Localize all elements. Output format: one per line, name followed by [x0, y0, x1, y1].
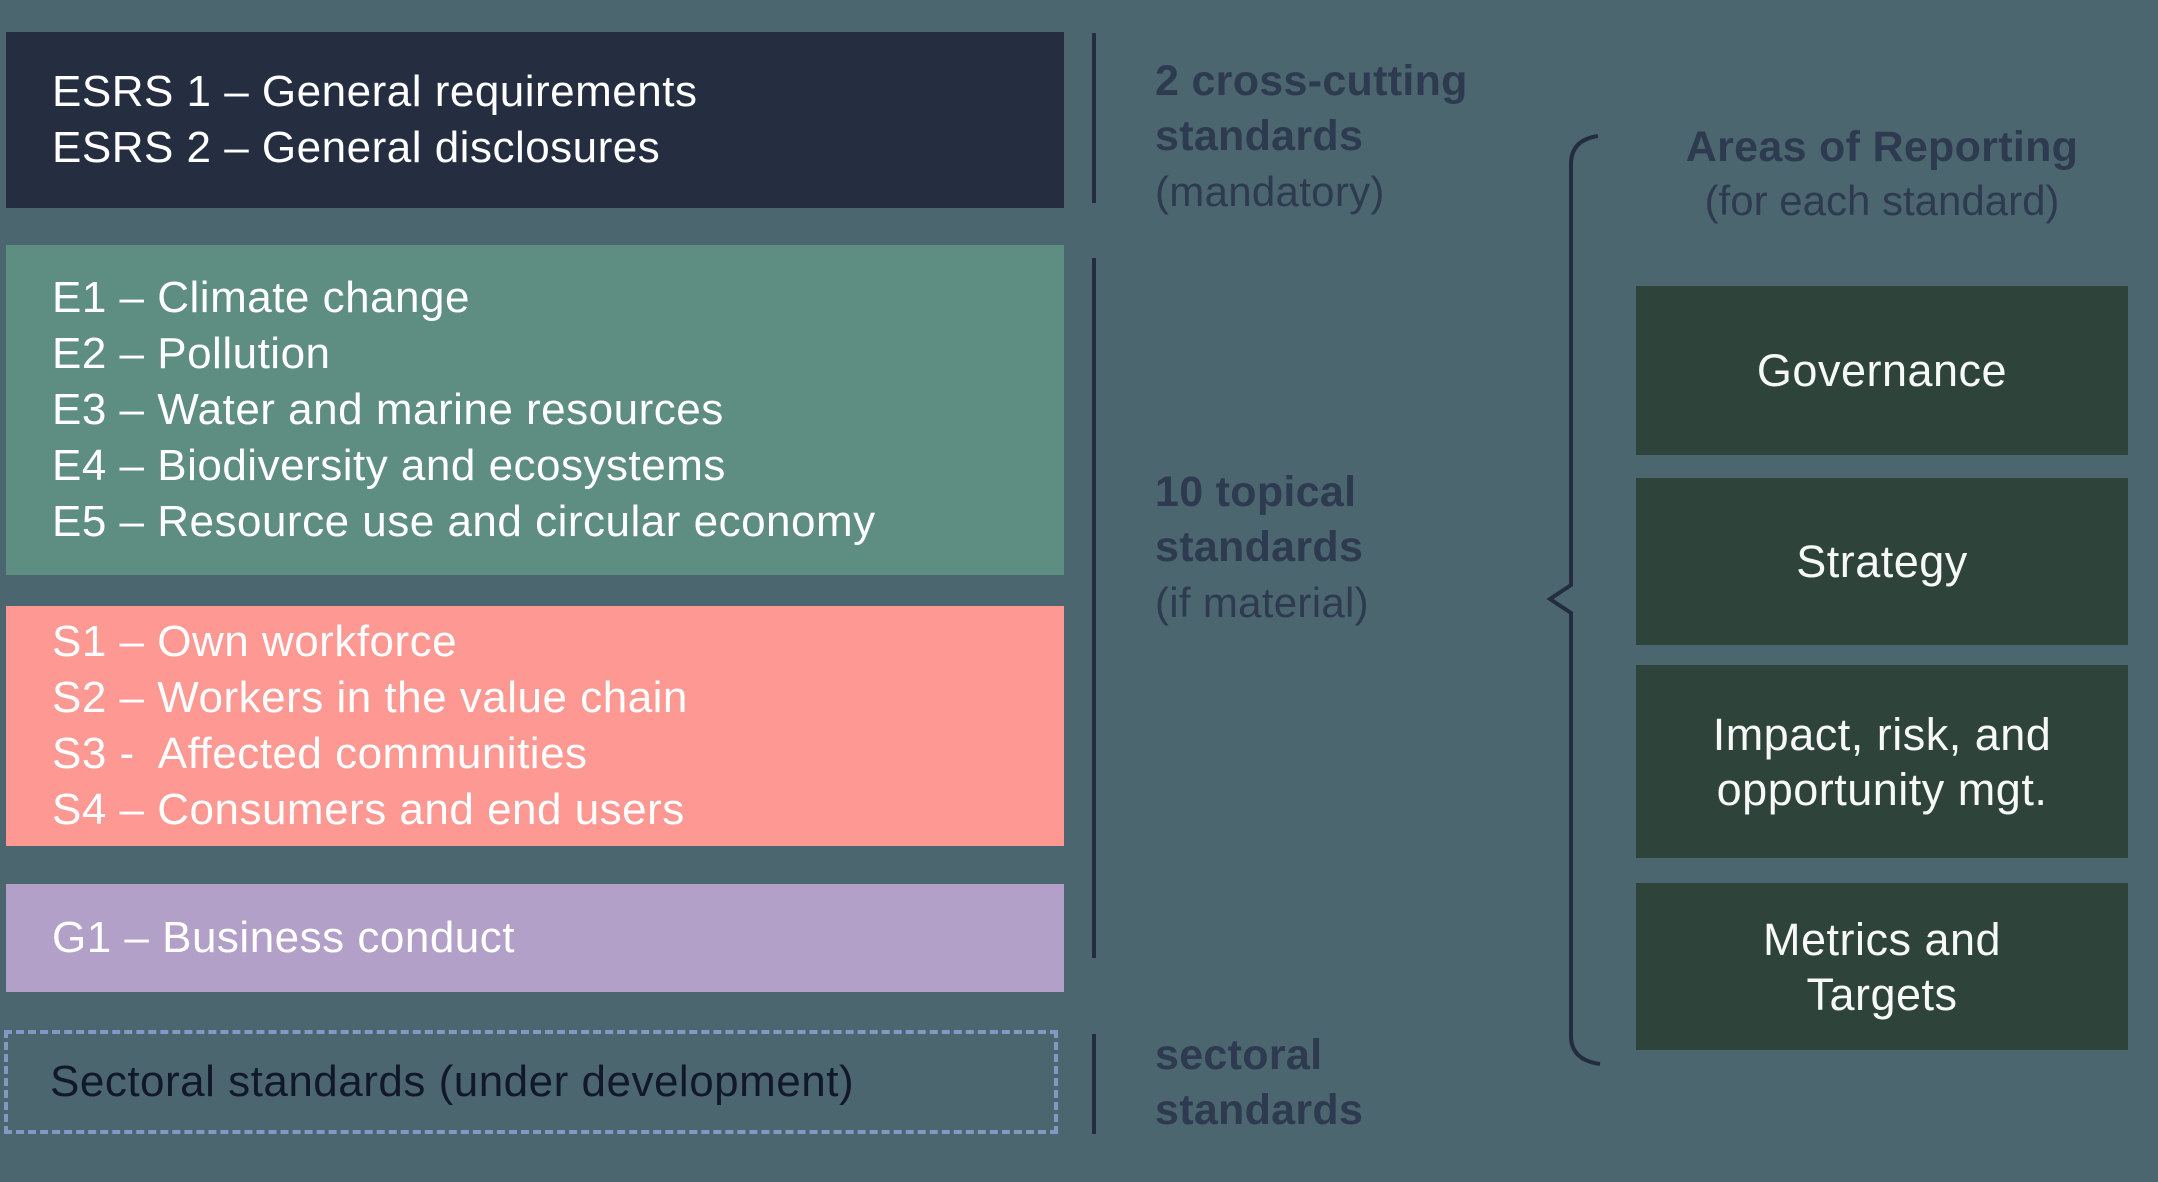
standard-item: S3 - Affected communities [52, 729, 588, 778]
area-label: Impact, risk, and opportunity mgt. [1712, 708, 2052, 815]
label-line: 2 cross-cutting [1155, 57, 1468, 105]
area-label: Strategy [1796, 536, 1968, 587]
label-line: standards [1155, 112, 1364, 160]
cross-cutting-standards-box: ESRS 1 – General requirements ESRS 2 – G… [6, 32, 1064, 208]
label-line: 10 topical [1155, 468, 1357, 516]
area-box-metrics-targets: Metrics and Targets [1636, 883, 2128, 1050]
area-label: Governance [1756, 345, 2008, 396]
standard-item: S4 – Consumers and end users [52, 785, 685, 834]
sectoral-standards-box: Sectoral standards (under development) [4, 1030, 1058, 1134]
standard-item: E1 – Climate change [52, 273, 470, 322]
standard-item: S1 – Own workforce [52, 617, 458, 666]
label-note: (mandatory) [1155, 168, 1385, 215]
social-standards-box: S1 – Own workforce S2 – Workers in the v… [6, 606, 1064, 846]
label-line: sectoral [1155, 1031, 1323, 1079]
brace-bracket [1546, 134, 1601, 1066]
governance-standards-box: G1 – Business conduct [6, 884, 1064, 992]
environmental-standards-box: E1 – Climate change E2 – Pollution E3 – … [6, 245, 1064, 575]
area-label: Metrics and Targets [1762, 913, 2002, 1020]
areas-title: Areas of Reporting [1685, 123, 2079, 171]
divider-line-sectoral [1092, 1034, 1096, 1134]
label-sectoral-standards: sectoral standards [1155, 1028, 1363, 1138]
standard-item: G1 – Business conduct [52, 913, 515, 962]
label-note: (if material) [1155, 579, 1369, 626]
standard-item: Sectoral standards (under development) [50, 1057, 855, 1106]
standard-item: E3 – Water and marine resources [52, 385, 724, 434]
area-box-governance: Governance [1636, 286, 2128, 455]
area-box-strategy: Strategy [1636, 478, 2128, 645]
standard-item: ESRS 1 – General requirements [52, 67, 698, 116]
standard-item: S2 – Workers in the value chain [52, 673, 688, 722]
divider-line-cross-cutting [1092, 33, 1096, 203]
standard-item: E5 – Resource use and circular economy [52, 497, 876, 546]
label-cross-cutting-standards: 2 cross-cutting standards (mandatory) [1155, 54, 1468, 219]
divider-line-topical [1092, 258, 1096, 958]
areas-subtitle: (for each standard) [1704, 177, 2060, 224]
standard-item: E2 – Pollution [52, 329, 331, 378]
area-box-impact-risk-opportunity: Impact, risk, and opportunity mgt. [1636, 665, 2128, 858]
areas-of-reporting-header: Areas of Reporting (for each standard) [1626, 120, 2138, 228]
standard-item: ESRS 2 – General disclosures [52, 123, 661, 172]
label-line: standards [1155, 1086, 1364, 1134]
label-line: standards [1155, 523, 1364, 571]
standard-item: E4 – Biodiversity and ecosystems [52, 441, 726, 490]
label-topical-standards: 10 topical standards (if material) [1155, 465, 1369, 630]
